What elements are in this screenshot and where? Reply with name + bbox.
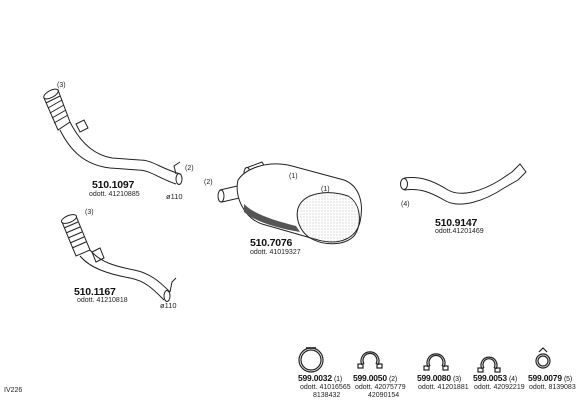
part-odd: odott. 41210885	[89, 191, 140, 198]
part-odd: odott. 41019327	[250, 249, 301, 256]
clamp-qty: (5)	[564, 376, 572, 383]
clamp-qty: (1)	[334, 376, 342, 383]
muffler-510-7076	[217, 161, 362, 245]
clamp-odd-2: 42090154	[368, 392, 400, 399]
clamp-code: 599.0079 (5)	[528, 374, 572, 383]
clamp-599-0080	[423, 353, 449, 371]
drawing-reference: IV226	[4, 387, 23, 394]
part-odd: odott. 41210818	[77, 297, 128, 304]
clamp-odd: odott. 41201881	[418, 384, 469, 391]
clamp-code-text: 599.0053	[473, 373, 507, 383]
clamp-599-0050	[357, 351, 383, 369]
clamp-odd: odott. 42075779	[355, 384, 406, 391]
clamp-code-text: 599.0080	[417, 373, 451, 383]
clamp-qty: (2)	[389, 376, 397, 383]
clamp-code: 599.0032 (1)	[298, 374, 342, 383]
part-code: 510.1167	[74, 286, 116, 298]
diameter-label: ø110	[166, 192, 183, 201]
clamp-odd: odott. 42092219	[474, 384, 525, 391]
diameter-label: ø110	[160, 301, 177, 310]
pipe-510-1167	[60, 214, 177, 302]
clamp-599-0053	[477, 356, 501, 373]
callout-pipe2-flex: (3)	[85, 209, 94, 216]
clamp-code-text: 599.0032	[298, 373, 332, 383]
clamp-code: 599.0080 (3)	[417, 374, 461, 383]
clamp-code: 599.0053 (4)	[473, 374, 517, 383]
part-code: 510.9147	[435, 217, 478, 229]
clamp-odd: odott. 8139083	[529, 384, 576, 391]
part-code: 510.7076	[250, 237, 293, 249]
clamp-qty: (4)	[509, 376, 517, 383]
pipe-510-9147	[400, 163, 527, 205]
clamp-599-0079	[535, 347, 551, 369]
part-code: 510.1097	[92, 179, 135, 191]
callout-pipe3-end: (4)	[401, 201, 410, 208]
pipe-510-1097	[43, 88, 183, 185]
callout-muffler-top: (1)	[289, 173, 298, 180]
callout-muffler-side: (1)	[321, 186, 330, 193]
callout-pipe1-end: (2)	[185, 165, 194, 172]
clamp-599-0032	[298, 347, 324, 373]
clamp-odd: odott. 41016565	[300, 384, 351, 391]
clamp-qty: (3)	[453, 376, 461, 383]
clamp-code-text: 599.0079	[528, 373, 562, 383]
callout-muffler-inlet: (2)	[204, 179, 213, 186]
part-odd: odott.41201469	[435, 228, 484, 235]
clamp-code: 599.0050 (2)	[353, 374, 397, 383]
callout-pipe1-flex: (3)	[57, 82, 66, 89]
clamp-code-text: 599.0050	[353, 373, 387, 383]
clamp-odd-2: 8138432	[313, 392, 341, 399]
